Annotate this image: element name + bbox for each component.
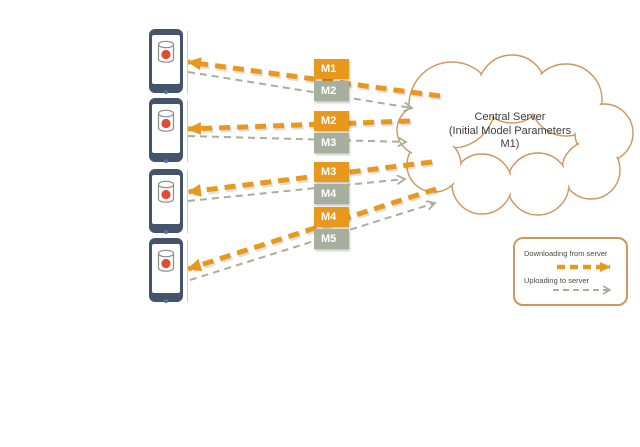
data-dot bbox=[161, 189, 171, 200]
model-label-download-3: M3 bbox=[314, 162, 349, 182]
data-dot bbox=[161, 258, 171, 269]
device-phone-3 bbox=[149, 169, 183, 234]
device-phone-2 bbox=[149, 98, 183, 163]
legend-upload-label: Uploading to server bbox=[524, 276, 590, 285]
phone-4-shadow bbox=[187, 240, 188, 302]
download-arrow-3 bbox=[187, 159, 433, 197]
home-button-dot bbox=[164, 90, 168, 94]
database-icon bbox=[157, 249, 175, 272]
model-label-upload-1: M2 bbox=[314, 81, 349, 101]
home-button-dot bbox=[164, 159, 168, 163]
model-label-download-1: M1 bbox=[314, 59, 349, 79]
data-dot bbox=[161, 118, 171, 129]
download-arrow-1 bbox=[187, 57, 441, 99]
phone-screen bbox=[152, 244, 180, 293]
home-button-dot bbox=[164, 299, 168, 303]
database-icon bbox=[157, 109, 175, 132]
model-label-download-4: M4 bbox=[314, 207, 349, 227]
central-server-label-line2: (Initial Model Parameters bbox=[448, 124, 572, 137]
model-label-upload-3: M4 bbox=[314, 184, 349, 204]
phone-2-shadow bbox=[187, 100, 188, 162]
data-dot bbox=[161, 49, 171, 60]
central-server-label: Central Server (Initial Model Parameters… bbox=[415, 111, 605, 152]
central-server-label-line1: Central Server bbox=[474, 111, 546, 123]
upload-arrow-1 bbox=[187, 71, 412, 108]
model-label-download-2: M2 bbox=[314, 111, 349, 131]
database-icon bbox=[157, 40, 175, 63]
model-label-upload-4: M5 bbox=[314, 229, 349, 249]
phone-3-shadow bbox=[187, 171, 188, 233]
upload-arrow-2 bbox=[187, 135, 406, 142]
central-server-label-line3: M1) bbox=[500, 138, 520, 150]
upload-arrow-4 bbox=[189, 203, 435, 281]
legend-arrows bbox=[553, 262, 626, 304]
phone-screen bbox=[152, 35, 180, 84]
legend-download-label: Downloading from server bbox=[524, 249, 608, 258]
upload-arrow-3 bbox=[187, 179, 405, 202]
home-button-dot bbox=[164, 230, 168, 234]
phone-screen bbox=[152, 104, 180, 153]
phone-1-shadow bbox=[187, 31, 188, 93]
download-arrow-2 bbox=[187, 118, 411, 136]
device-phone-4 bbox=[149, 238, 183, 303]
model-label-upload-2: M3 bbox=[314, 133, 349, 153]
cloud-fill bbox=[399, 57, 631, 213]
phone-screen bbox=[152, 175, 180, 224]
database-icon bbox=[157, 180, 175, 203]
device-phone-1 bbox=[149, 29, 183, 94]
legend: Downloading from server Uploading to ser… bbox=[513, 237, 628, 306]
download-arrow-4 bbox=[187, 186, 437, 272]
